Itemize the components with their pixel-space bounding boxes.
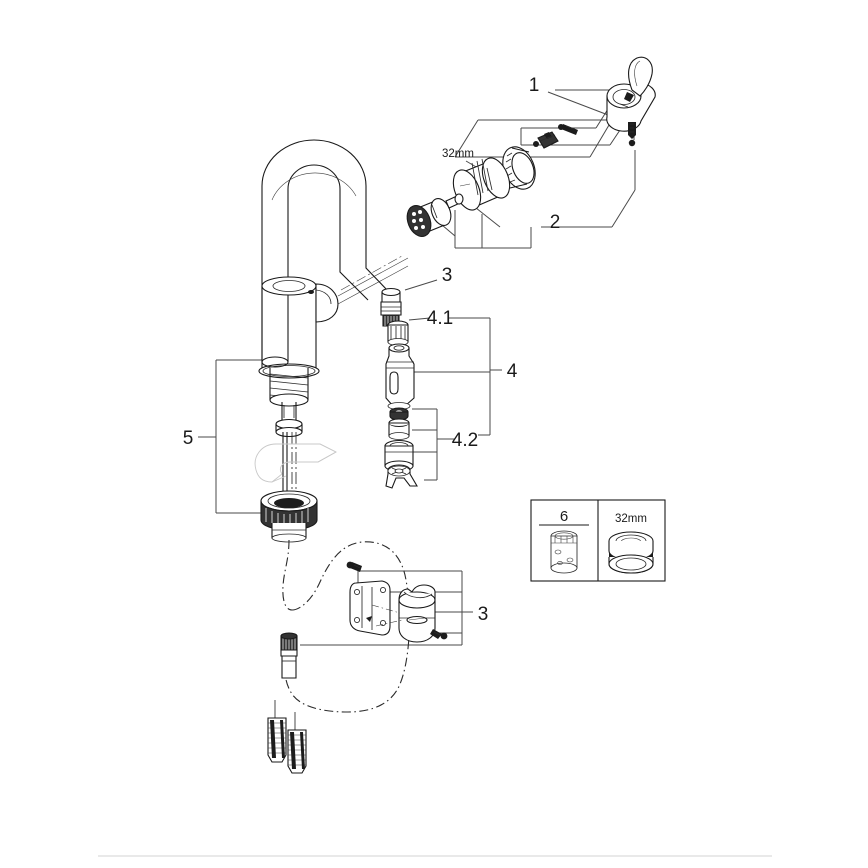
spray-head-body: [385, 343, 415, 410]
callout-label-4-1: 4.1: [427, 308, 453, 329]
bracket-screw-upper: [346, 561, 362, 572]
handle-set-screw: [628, 122, 636, 147]
hose-connector-upper: [380, 287, 402, 327]
inset-labels: 6: [560, 508, 568, 525]
faucet-threaded-shank: [258, 363, 320, 407]
flow-restrictor-part: [550, 530, 578, 574]
inset-item-number-6: 6: [560, 508, 568, 525]
callout-label-2: 2: [550, 212, 561, 233]
detail-inset-box: [530, 499, 666, 582]
dimension-label-cartridge: 32mm: [442, 148, 474, 160]
spray-seal-washer: [389, 407, 409, 421]
cartridge-assembly: [406, 146, 536, 237]
callout-label-5: 5: [183, 428, 194, 449]
retaining-screw-block: [533, 131, 559, 149]
callout-label-3-lower: 3: [478, 604, 489, 625]
dimension-label-inset: 32mm: [615, 513, 647, 525]
dimension-labels: 32mm 32mm: [442, 148, 647, 525]
hose-connector-lower: [280, 632, 298, 679]
handle-assembly: [533, 56, 656, 149]
spray-coupling-nut: [387, 320, 409, 346]
faucet-body: [254, 139, 409, 543]
cartridge-grub-screw: [558, 124, 578, 135]
fixing-nut: [260, 490, 318, 543]
callout-label-4-2: 4.2: [452, 430, 478, 451]
callout-label-3: 3: [442, 265, 453, 286]
wall-anchor-left: [267, 700, 287, 763]
inset-cartridge-part: [608, 531, 654, 574]
callout-labels: 1 2 3 4 4.1 4.2 5 3: [183, 75, 561, 625]
spray-nozzle-cross: [385, 464, 418, 489]
wall-anchor-right: [287, 712, 307, 774]
hose-weight-bracket: [346, 561, 448, 643]
cartridge-32mm: [452, 157, 511, 211]
cartridge-base: [406, 193, 464, 237]
callout-label-1: 1: [529, 75, 540, 96]
wrench-tool-ghost: [254, 443, 337, 483]
spray-seal-cup: [388, 418, 410, 440]
spray-head-assembly: [384, 320, 418, 489]
clamp-screw-lower: [430, 629, 448, 640]
wall-anchors: [267, 700, 307, 774]
callout-label-4: 4: [507, 361, 518, 382]
pull-down-hose: [282, 539, 410, 760]
